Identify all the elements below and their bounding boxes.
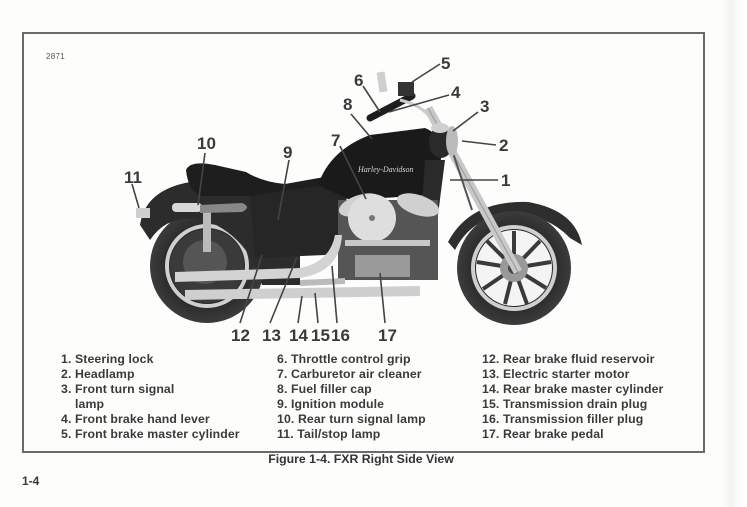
legend-item: 13. Electric starter motor (482, 367, 630, 382)
page-edge-shadow (722, 0, 747, 507)
fuel-tank: Harley-Davidson (318, 128, 441, 200)
legend-item: 4. Front brake hand lever (61, 412, 210, 427)
legend-item: 8. Fuel filler cap (277, 382, 372, 397)
callout-9: 9 (283, 143, 292, 162)
legend-column-1: 1. Steering lock 2. Headlamp 3. Front tu… (61, 352, 240, 443)
callout-13: 13 (262, 326, 281, 345)
callout-8: 8 (343, 95, 352, 114)
legend-item: 2. Headlamp (61, 367, 135, 382)
callout-1: 1 (501, 171, 510, 190)
side-cover (250, 182, 350, 258)
legend-item: 3. Front turn signal (61, 382, 175, 397)
figure-id: 2871 (46, 52, 65, 61)
callout-16: 16 (331, 326, 350, 345)
headlamp (429, 123, 458, 158)
legend-column-3: 12. Rear brake fluid reservoir 13. Elect… (482, 352, 663, 443)
callout-2: 2 (499, 136, 508, 155)
legend-item: 16. Transmission filler plug (482, 412, 644, 427)
callout-7: 7 (331, 131, 340, 150)
callout-15: 15 (311, 326, 330, 345)
legend-item-continuation: lamp (75, 397, 105, 412)
legend-item: 5. Front brake master cylinder (61, 427, 240, 442)
callout-5: 5 (441, 54, 450, 73)
tail-lamp (136, 208, 150, 218)
legend-item: 14. Rear brake master cylinder (482, 382, 664, 397)
callout-12: 12 (231, 326, 250, 345)
page-number: 1-4 (22, 474, 40, 488)
rear-shock (172, 203, 247, 252)
callout-17: 17 (378, 326, 397, 345)
legend-item: 17. Rear brake pedal (482, 427, 604, 442)
engine (338, 193, 440, 280)
figure-caption: Figure 1-4. FXR Right Side View (268, 452, 454, 466)
figure-frame (22, 32, 705, 453)
callout-10: 10 (197, 134, 216, 153)
legend-item: 7. Carburetor air cleaner (277, 367, 422, 382)
legend-item: 15. Transmission drain plug (482, 397, 648, 412)
legend-item: 9. Ignition module (277, 397, 385, 412)
callout-6: 6 (354, 71, 363, 90)
legend-column-2: 6. Throttle control grip 7. Carburetor a… (277, 352, 426, 443)
callout-11: 11 (124, 168, 142, 187)
callout-4: 4 (451, 83, 461, 102)
legend-item: 10. Rear turn signal lamp (277, 412, 426, 427)
legend-item: 11. Tail/stop lamp (277, 427, 381, 442)
legend-item: 6. Throttle control grip (277, 352, 411, 366)
callout-14: 14 (289, 326, 308, 345)
legend-item: 12. Rear brake fluid reservoir (482, 352, 655, 366)
legend-item: 1. Steering lock (61, 352, 154, 366)
tank-logo: Harley-Davidson (357, 165, 414, 174)
seat (186, 163, 330, 196)
handlebars (366, 71, 430, 122)
leader-lines (131, 63, 498, 324)
callout-numbers: 1 2 3 4 5 6 7 8 9 10 11 12 13 14 15 16 1… (124, 54, 510, 345)
callout-3: 3 (480, 97, 489, 116)
